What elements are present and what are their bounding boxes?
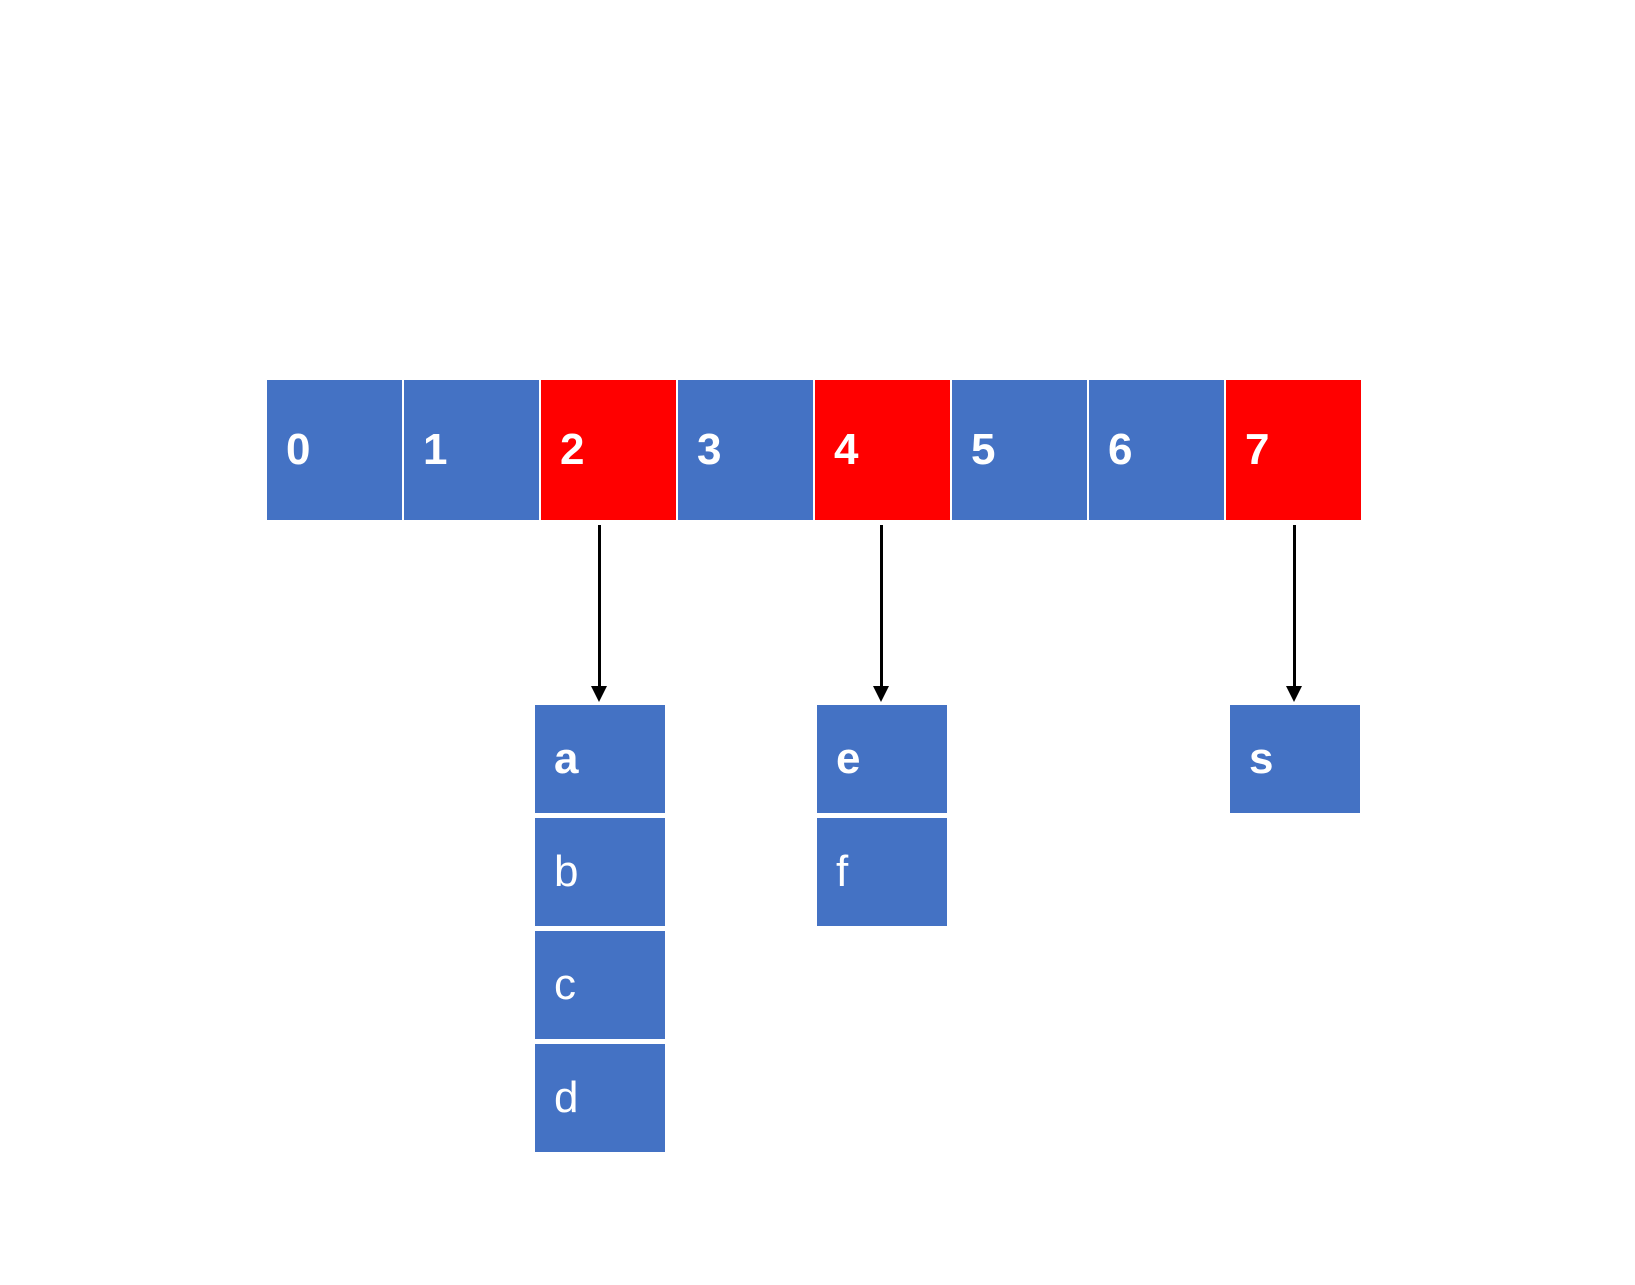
bucket-3: 3 <box>678 380 813 520</box>
chain-node-f: f <box>817 818 947 926</box>
bucket-5: 5 <box>952 380 1087 520</box>
bucket-1: 1 <box>404 380 539 520</box>
chain-node-e: e <box>817 705 947 813</box>
chain-node-s: s <box>1230 705 1360 813</box>
bucket-0: 0 <box>267 380 402 520</box>
bucket-6: 6 <box>1089 380 1224 520</box>
bucket-2: 2 <box>541 380 676 520</box>
chain-node-c: c <box>535 931 665 1039</box>
chain-node-b: b <box>535 818 665 926</box>
chain-node-a: a <box>535 705 665 813</box>
bucket-4: 4 <box>815 380 950 520</box>
chain-node-d: d <box>535 1044 665 1152</box>
bucket-7: 7 <box>1226 380 1361 520</box>
